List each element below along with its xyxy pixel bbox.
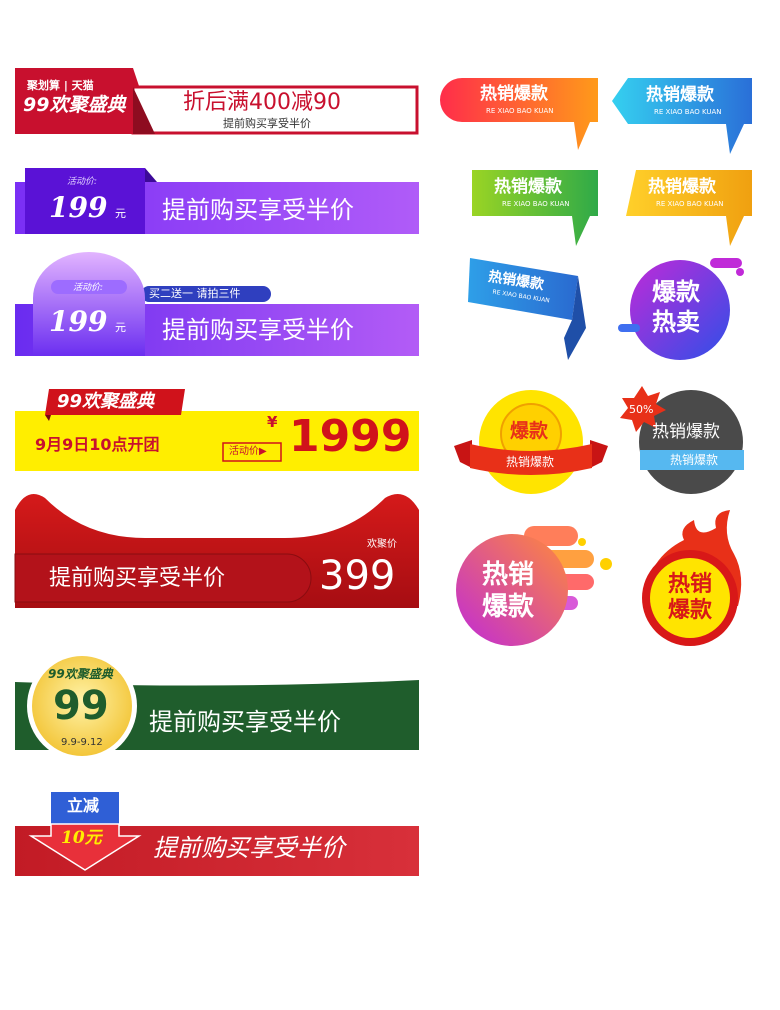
badge-hot-comet: 热销 爆款 <box>454 522 620 650</box>
badge-hot-grey: 50% 热销爆款 热销爆款 <box>620 386 746 494</box>
price-unit: 元 <box>115 207 126 220</box>
badge-line-1: 热销 <box>482 560 535 590</box>
price-tag-label: 活动价: <box>73 283 104 293</box>
brand: 99欢聚盛典 <box>57 391 155 412</box>
banner-purple-arch: 活动价: 199 元 买二送一 请拍三件 提前购买享受半价 <box>15 252 419 356</box>
badge-label: 热销爆款 <box>648 177 716 197</box>
banner-headline: 折后满400减90 <box>183 90 341 115</box>
banner-headline: 提前购买享受半价 <box>149 708 341 736</box>
price-tag: 活动价▶ <box>229 446 267 457</box>
brand-main: 99欢聚盛典 <box>23 94 126 116</box>
badge-label: 热销爆款 <box>652 422 720 442</box>
badge-line-2: 热卖 <box>652 308 700 336</box>
badge-shape <box>468 258 586 360</box>
banner-headline: 提前购买享受半价 <box>153 834 345 862</box>
banner-sub: 提前购买享受半价 <box>223 117 311 130</box>
badge-percent: 50% <box>629 403 654 416</box>
banner-headline: 提前购买享受半价 <box>49 566 226 591</box>
badge-baokuan-ribbon: 爆款 热销爆款 <box>454 388 608 496</box>
badge-line-1: 热销 <box>668 572 713 597</box>
badge-hot-flame: 热销 爆款 <box>638 510 742 650</box>
event-date: 9月9日10点开团 <box>35 435 160 454</box>
badge-shape <box>472 170 598 246</box>
badge-shape <box>456 526 612 646</box>
price-unit: 元 <box>115 321 126 334</box>
badge-hot-blue: 热销爆款 RE XIAO BAO KUAN <box>612 78 754 154</box>
badge-pinyin: RE XIAO BAO KUAN <box>486 107 554 115</box>
badge-shape <box>618 258 744 360</box>
badge-pinyin: RE XIAO BAO KUAN <box>654 108 722 116</box>
badge-hot-green: 热销爆款 RE XIAO BAO KUAN <box>472 170 600 246</box>
banner-arch-bg <box>15 252 419 356</box>
badge-hot-ribbon: 热销爆款 RE XIAO BAO KUAN <box>468 258 590 362</box>
banner-green-bg <box>15 651 419 761</box>
brand-top: 聚划算 | 天猫 <box>27 79 94 92</box>
banner-purple-bg <box>15 168 419 234</box>
price-tag-label: 活动价: <box>67 177 98 187</box>
badge-shape <box>454 390 608 494</box>
badge-label: 热销爆款 <box>494 177 562 197</box>
price-value: 199 <box>49 305 108 338</box>
badge-shape <box>626 170 752 246</box>
banner-purple-price: 活动价: 199 元 提前购买享受半价 <box>15 168 419 234</box>
price-value: 1999 <box>289 411 412 462</box>
badge-label: 热销爆款 <box>646 85 714 105</box>
discount-tag: 立减 <box>67 796 100 815</box>
badge-shape <box>620 386 744 494</box>
badge-center: 爆款 <box>510 420 549 442</box>
badge-label: 热销爆款 <box>480 84 548 104</box>
date-range: 9.9-9.12 <box>61 737 103 748</box>
banner-red-bg <box>14 494 419 608</box>
badge-hot-orange: 热销爆款 RE XIAO BAO KUAN <box>440 78 600 150</box>
badge-line-1: 爆款 <box>652 278 700 306</box>
banner-juhuasuan: 聚划算 | 天猫 99欢聚盛典 折后满400减90 提前购买享受半价 <box>15 68 419 135</box>
badge-pinyin: RE XIAO BAO KUAN <box>656 200 724 208</box>
badge-line-2: 爆款 <box>668 598 713 623</box>
badge-line-2: 爆款 <box>482 592 535 622</box>
banner-green-99: 99欢聚盛典 99 9.9-9.12 提前购买享受半价 <box>15 650 419 762</box>
banner-headline: 提前购买享受半价 <box>162 196 354 224</box>
price-value: 399 <box>319 553 396 599</box>
currency: ¥ <box>267 413 278 431</box>
badge-shape <box>642 510 742 646</box>
promo-label: 买二送一 请拍三件 <box>149 287 241 300</box>
banner-discount-bg <box>15 792 419 876</box>
brand: 99欢聚盛典 <box>48 667 113 681</box>
badge-pinyin: RE XIAO BAO KUAN <box>502 200 570 208</box>
banner-yellow-1999: 99欢聚盛典 9月9日10点开团 活动价▶ ¥ 1999 <box>15 385 419 471</box>
banner-juhuasuan-bg <box>15 68 419 135</box>
price-label: 欢聚价 <box>367 539 397 550</box>
badge-ribbon-text: 热销爆款 <box>670 453 719 467</box>
banner-red-discount: 立减 10元 提前购买享受半价 <box>15 792 419 878</box>
badge-shape <box>440 78 598 150</box>
banner-red-399: 提前购买享受半价 欢聚价 399 <box>14 492 419 608</box>
badge-ribbon-text: 热销爆款 <box>506 455 555 469</box>
badge-hot-bubble: 爆款 热卖 <box>618 252 748 362</box>
badge-shape <box>612 78 752 154</box>
badge-hot-yellow: 热销爆款 RE XIAO BAO KUAN <box>626 170 754 246</box>
banner-headline: 提前购买享受半价 <box>162 316 354 344</box>
price-value: 199 <box>49 191 108 224</box>
big-number: 99 <box>53 683 109 729</box>
discount-amount: 10元 <box>61 828 102 848</box>
banner-yellow-bg <box>15 389 419 471</box>
